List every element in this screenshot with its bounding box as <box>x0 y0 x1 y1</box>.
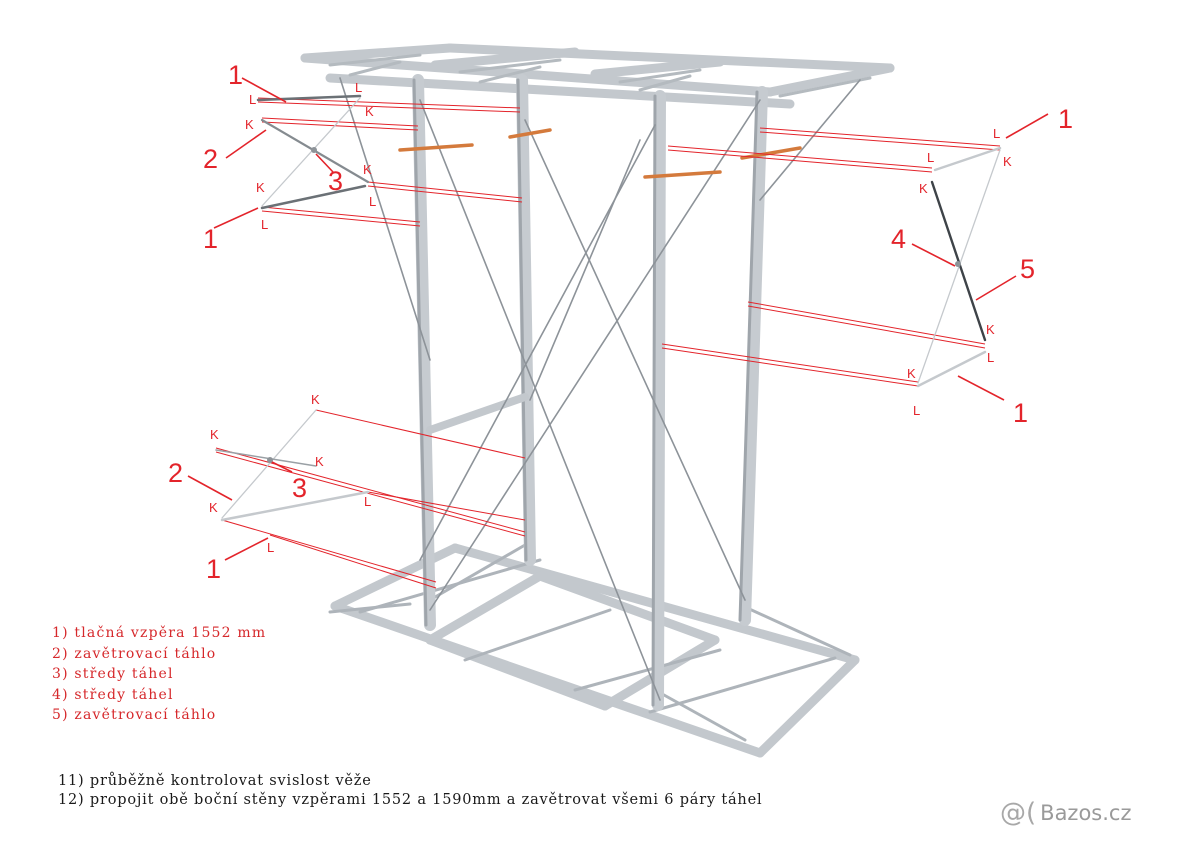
watermark: @( Bazos.cz <box>1000 798 1132 828</box>
callout-5-right: 5 <box>1020 254 1035 284</box>
label-k: K <box>919 181 928 196</box>
number-callouts: 1 2 3 1 1 4 5 1 2 3 1 <box>168 60 1073 584</box>
label-l: L <box>369 194 376 209</box>
callout-1-left: 1 <box>203 224 218 254</box>
legend-item: 4) středy táhel <box>52 686 174 703</box>
legend-item: 1) tlačná vzpěra 1552 mm <box>52 625 267 641</box>
mid-brace <box>426 393 529 434</box>
vertical-posts <box>412 74 768 711</box>
tower-frame <box>300 43 895 758</box>
note-item: 12) propojit obě boční stěny vzpěrami 15… <box>58 792 763 808</box>
callout-1-bottom-left: 1 <box>206 554 221 584</box>
label-l: L <box>913 403 920 418</box>
label-k: K <box>1003 154 1012 169</box>
label-k: K <box>245 117 254 132</box>
note-item: 11) průběžně kontrolovat svislost věže <box>58 773 372 789</box>
top-frame-lattice <box>328 53 872 98</box>
label-k: K <box>210 427 219 442</box>
label-l: L <box>261 217 268 232</box>
label-k: K <box>256 180 265 195</box>
label-k: K <box>209 500 218 515</box>
label-l: L <box>355 80 362 95</box>
legend-item: 2) zavětrovací táhlo <box>52 645 217 662</box>
callout-4-right: 4 <box>891 224 906 254</box>
base-frame-inner <box>328 543 852 742</box>
callout-2-bottom-left: 2 <box>168 458 183 488</box>
top-frame <box>300 43 895 109</box>
rod-details <box>215 94 1002 522</box>
watermark-text: Bazos.cz <box>1040 801 1132 825</box>
label-l: L <box>927 150 934 165</box>
label-l: L <box>364 494 371 509</box>
label-k: K <box>986 322 995 337</box>
callout-2-top-left: 2 <box>203 144 218 174</box>
label-k: K <box>907 366 916 381</box>
callout-3-bottom-left: 3 <box>292 473 307 503</box>
label-l: L <box>987 350 994 365</box>
orange-struts <box>398 128 802 179</box>
label-k: K <box>315 454 324 469</box>
joint-labels: L L K K K K L L L L K K K L K L K K K L … <box>209 80 1012 555</box>
base-frame <box>330 543 860 758</box>
callout-pointers <box>187 77 1049 561</box>
label-l: L <box>267 540 274 555</box>
at-sign-icon: @( <box>1000 798 1037 828</box>
legend-item: 3) středy táhel <box>52 666 174 682</box>
callout-1-top-right: 1 <box>1058 104 1073 134</box>
callout-1-bottom-right: 1 <box>1013 398 1028 428</box>
legend-item: 5) zavětrovací táhlo <box>52 707 217 723</box>
callout-1-top-left: 1 <box>228 60 243 90</box>
label-k: K <box>311 392 320 407</box>
callout-3-top-left: 3 <box>328 166 343 196</box>
instruction-notes: 11) průběžně kontrolovat svislost věže 1… <box>58 772 762 810</box>
label-l: L <box>993 126 1000 141</box>
legend: 1) tlačná vzpěra 1552 mm 2) zavětrovací … <box>52 623 266 726</box>
label-k: K <box>363 162 372 177</box>
label-l: L <box>249 92 256 107</box>
label-k: K <box>365 104 374 119</box>
